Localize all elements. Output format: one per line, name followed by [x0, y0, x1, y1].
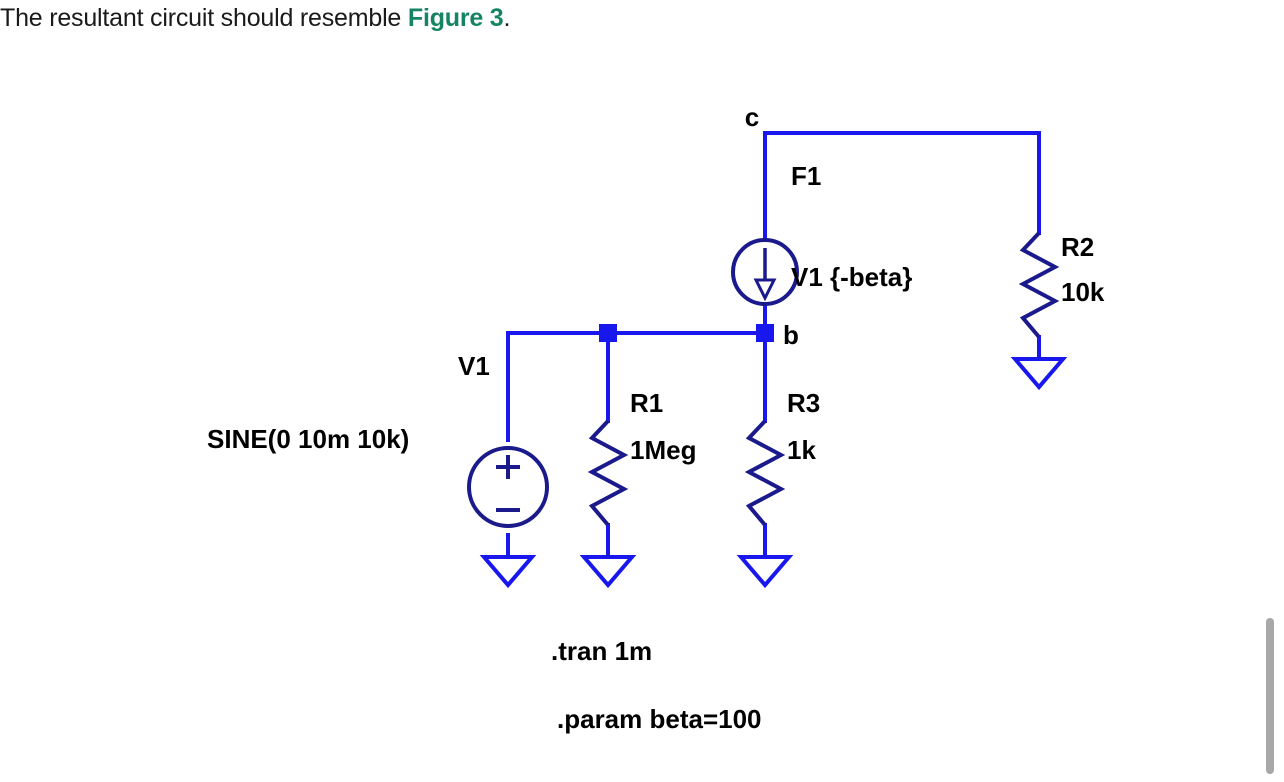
wire-c-to-r2 — [763, 131, 1041, 235]
resistor-r1 — [587, 419, 629, 527]
intro-paragraph: The resultant circuit should resemble Fi… — [0, 4, 510, 33]
page-scrollbar-track[interactable] — [1266, 0, 1284, 782]
f1-arrow-head-icon — [753, 278, 777, 302]
f1-value-label: V1 {-beta} — [791, 262, 912, 292]
r3-value-label: 1k — [787, 435, 816, 465]
ground-icon-r2 — [1010, 357, 1068, 391]
r2-value-label: 10k — [1061, 277, 1105, 307]
node-label-b: b — [783, 320, 799, 350]
directive-param: .param beta=100 — [557, 704, 762, 734]
page-scrollbar-thumb[interactable] — [1266, 618, 1274, 774]
r1-ref-label: R1 — [630, 388, 663, 418]
ground-icon-r3 — [736, 555, 794, 589]
schematic-svg: F1 V1 {-beta} V1 SINE(0 10m 10k) R1 1Meg… — [207, 102, 1105, 734]
v1-ref-label: V1 — [458, 351, 490, 381]
resistor-r3 — [744, 419, 786, 527]
resistor-r2 — [1018, 231, 1060, 339]
directive-tran: .tran 1m — [551, 636, 652, 666]
v1-circle — [467, 446, 549, 528]
figure-3-reference: Figure 3 — [407, 4, 504, 32]
ground-icon-v1 — [479, 555, 537, 589]
node-label-c: c — [745, 102, 759, 132]
intro-text-before: The resultant circuit should resemble — [0, 4, 408, 32]
r2-zigzag — [1018, 231, 1060, 339]
ground-group — [479, 357, 1068, 589]
r1-value-label: 1Meg — [630, 435, 696, 465]
r3-zigzag — [744, 419, 786, 527]
r2-ref-label: R2 — [1061, 232, 1094, 262]
wire-group — [506, 131, 1041, 558]
r1-zigzag — [587, 419, 629, 527]
current-source-f1 — [731, 238, 799, 306]
r3-ref-label: R3 — [787, 388, 820, 418]
junction-node-r1 — [599, 324, 617, 342]
circuit-schematic: F1 V1 {-beta} V1 SINE(0 10m 10k) R1 1Meg… — [0, 48, 1284, 782]
intro-text-after: . — [503, 4, 511, 32]
voltage-source-v1 — [467, 446, 549, 528]
v1-value-label: SINE(0 10m 10k) — [207, 424, 409, 454]
v1-plus-icon — [496, 455, 520, 479]
f1-ref-label: F1 — [791, 161, 821, 191]
ground-icon-r1 — [579, 555, 637, 589]
junction-node-b — [756, 324, 774, 342]
